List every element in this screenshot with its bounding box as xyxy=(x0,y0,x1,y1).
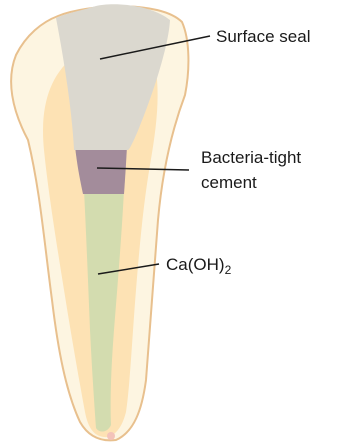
label-caoh2-subscript: 2 xyxy=(225,263,232,277)
label-bacteria-tight-line2: cement xyxy=(201,172,301,193)
label-bacteria-tight-line1: Bacteria-tight xyxy=(201,147,301,168)
label-surface-seal: Surface seal xyxy=(216,26,311,47)
root-apex xyxy=(107,432,115,440)
label-bacteria-tight-cement: Bacteria-tight cement xyxy=(201,147,301,193)
label-caoh2: Ca(OH)2 xyxy=(166,254,231,275)
bacteria-tight-cement-layer xyxy=(75,146,127,194)
label-caoh2-main: Ca(OH) xyxy=(166,255,225,274)
